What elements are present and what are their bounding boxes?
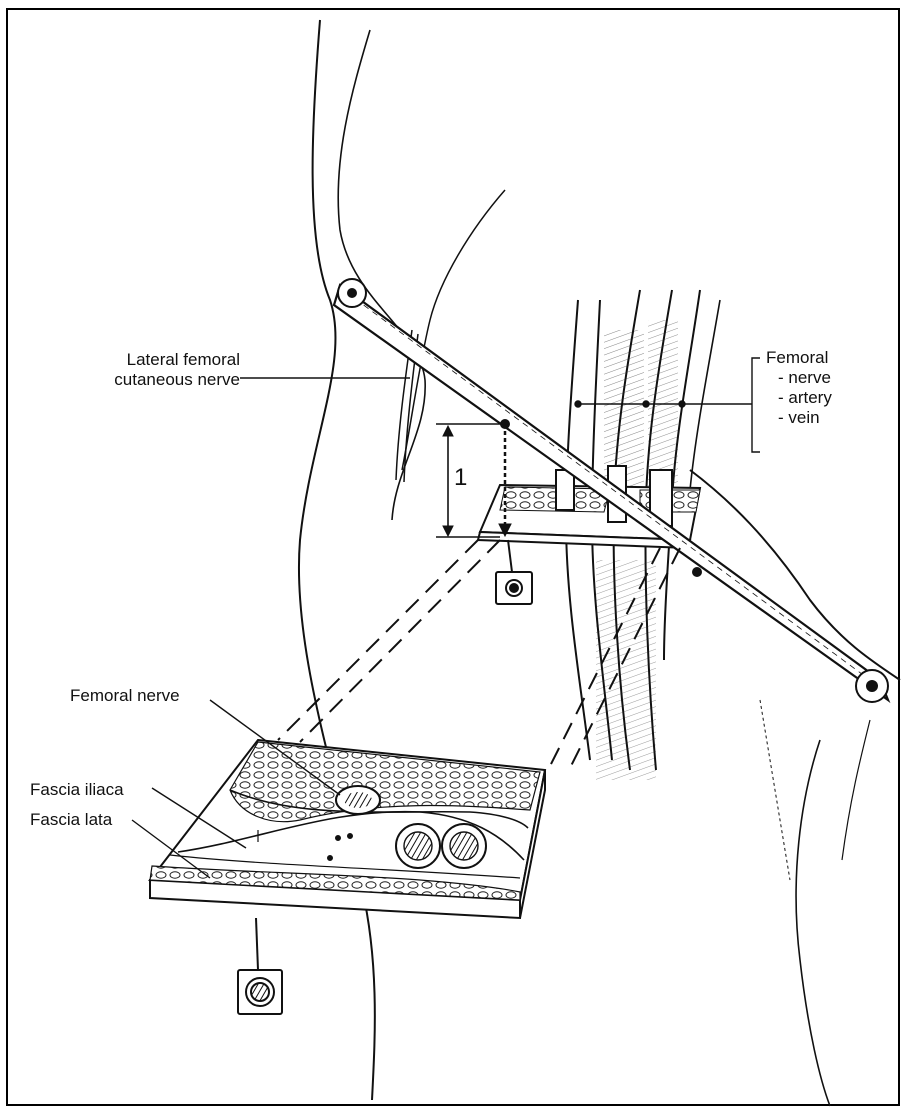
label-fascia-lata: Fascia lata [30, 810, 112, 829]
probe-large [238, 918, 282, 1014]
ligament-mid-dot [692, 567, 702, 577]
label-femoral-nerve-item: - nerve [778, 368, 831, 387]
label-lateral-femoral-line2: cutaneous nerve [62, 370, 240, 389]
body-contour-left [299, 20, 505, 1100]
probe-small [496, 540, 532, 604]
femoral-bracket [752, 358, 760, 452]
label-femoral-nerve: Femoral nerve [70, 686, 180, 705]
label-femoral-header: Femoral [766, 348, 828, 367]
distance-label: 1 [454, 464, 467, 492]
label-fascia-iliaca: Fascia iliaca [30, 780, 124, 799]
label-femoral-vein-item: - vein [778, 408, 820, 427]
lower-section-slab [150, 740, 545, 918]
label-femoral-artery-item: - artery [778, 388, 832, 407]
label-lateral-femoral-line1: Lateral femoral [62, 350, 240, 369]
